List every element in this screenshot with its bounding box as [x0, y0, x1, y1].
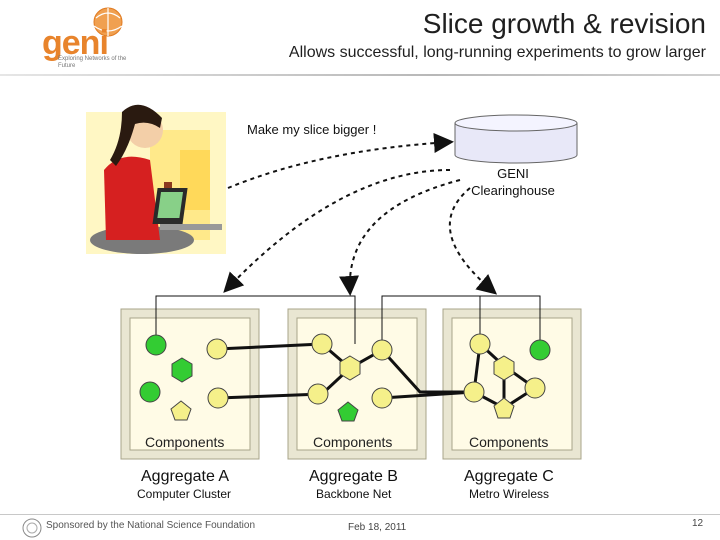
aggregate-c-nodes [463, 333, 551, 419]
nsf-seal-icon [22, 518, 42, 538]
aggregate-c-name: Aggregate C [464, 468, 554, 485]
footer-sponsor: Sponsored by the National Science Founda… [46, 520, 256, 531]
aggregate-b-nodes [307, 333, 393, 422]
logo-wordmark: geni [42, 24, 109, 62]
geni-logo-icon [93, 7, 123, 37]
aggregate-c-components-label: Components [469, 434, 549, 450]
researcher-illustration [86, 104, 226, 254]
aggregate-b-components-label: Components [313, 434, 393, 450]
request-arrows [223, 133, 498, 296]
aggregate-c-type: Metro Wireless [469, 487, 550, 501]
aggregate-a-name: Aggregate A [141, 468, 230, 485]
clearinghouse-label-line2: Clearinghouse [471, 183, 555, 198]
slide-subtitle: Allows successful, long-running experime… [288, 44, 706, 61]
logo-tagline: Exploring Networks of the Future [58, 56, 127, 69]
footer-divider [0, 514, 720, 515]
aggregate-a-type: Computer Cluster [137, 487, 232, 501]
footer-date: Feb 18, 2011 [348, 522, 407, 533]
aggregate-a-nodes [139, 334, 229, 421]
clearinghouse-label: GENI Clearinghouse [466, 165, 560, 199]
aggregate-b-type: Backbone Net [316, 487, 392, 501]
clearinghouse-database-icon [454, 114, 578, 164]
request-label: Make my slice bigger ! [247, 122, 377, 137]
aggregate-a-components-label: Components [145, 434, 225, 450]
clearinghouse-label-line1: GENI [497, 166, 529, 181]
slide-title: Slice growth & revision [422, 8, 706, 39]
page-number: 12 [692, 518, 704, 529]
header-divider [0, 74, 720, 76]
aggregate-b-name: Aggregate B [309, 468, 398, 485]
